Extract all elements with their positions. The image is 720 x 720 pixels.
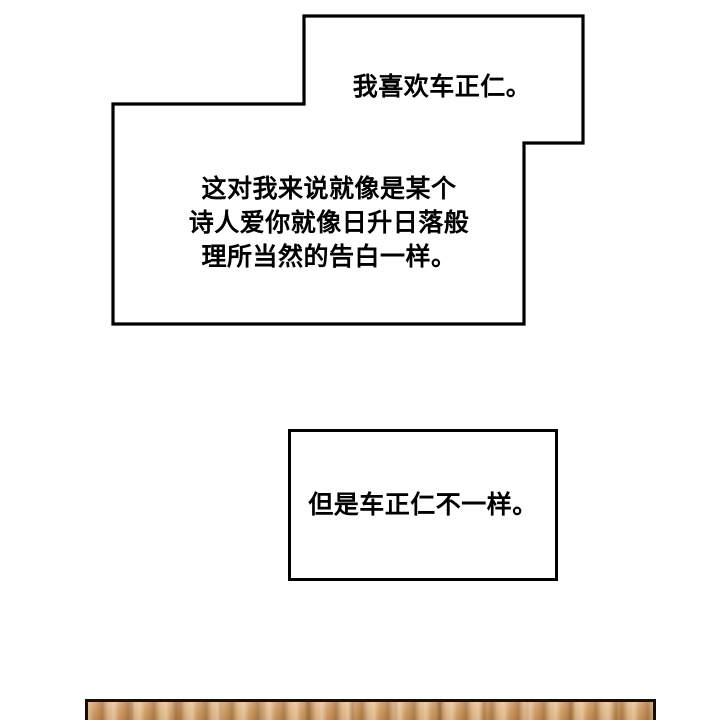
bubble-stepped-paragraph-line-1: 这对我来说就像是某个 [201, 174, 457, 203]
bubble-stepped-paragraph-line-2: 诗人爱你就像日升日落般 [188, 208, 470, 237]
speech-bubble-stepped: 我喜欢车正仁。 这对我来说就像是某个 诗人爱你就像日升日落般 理所当然的告白一样… [111, 14, 585, 326]
speech-bubble-rect: 但是车正仁不一样。 [288, 429, 558, 581]
bubble-rect-text: 但是车正仁不一样。 [308, 490, 538, 519]
wooden-surface [85, 699, 656, 720]
bubble-stepped-paragraph-line-3: 理所当然的告白一样。 [201, 242, 457, 271]
speech-bubble-stepped-outline [111, 14, 585, 326]
bubble-stepped-headline: 我喜欢车正仁。 [352, 72, 532, 101]
bubble-stepped-paragraph: 这对我来说就像是某个 诗人爱你就像日升日落般 理所当然的告白一样。 [129, 172, 529, 274]
